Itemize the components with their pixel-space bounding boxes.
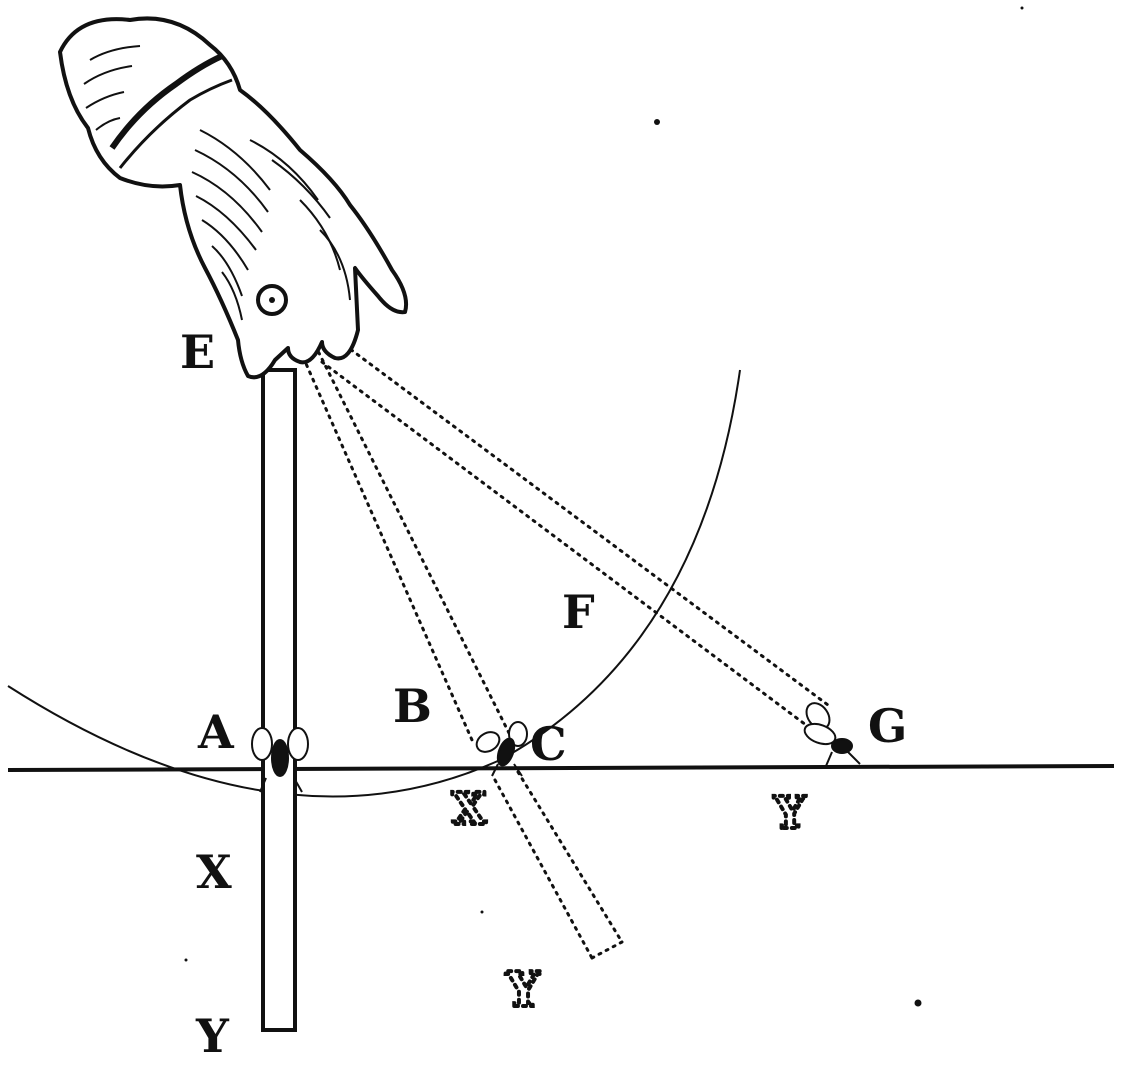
label-x: X [196, 845, 232, 899]
fly-at-g [803, 702, 861, 767]
label-y: Y [195, 1009, 230, 1063]
ghost-label-x-at-c: X [452, 784, 487, 835]
label-g: G [868, 699, 907, 753]
dotted-beam-to-c [298, 343, 512, 742]
label-b: B [393, 679, 432, 733]
label-c: C [530, 717, 567, 771]
ghost-label-y-at-c: Y [505, 962, 541, 1018]
label-f: F [562, 585, 595, 639]
hand-icon [58, 16, 409, 380]
vertical-rod [261, 368, 297, 1032]
ghost-label-y-at-g: Y [773, 788, 806, 839]
fly-at-c [475, 721, 528, 777]
circular-arc [7, 369, 741, 798]
dotted-beam-to-g [320, 338, 830, 730]
ink-specks [184, 6, 1024, 1007]
fly-at-a [251, 727, 309, 793]
label-a: A [197, 705, 235, 759]
dotted-beam-c-extension [493, 770, 624, 960]
label-e: E [180, 325, 215, 379]
horizontal-line [7, 764, 1115, 772]
